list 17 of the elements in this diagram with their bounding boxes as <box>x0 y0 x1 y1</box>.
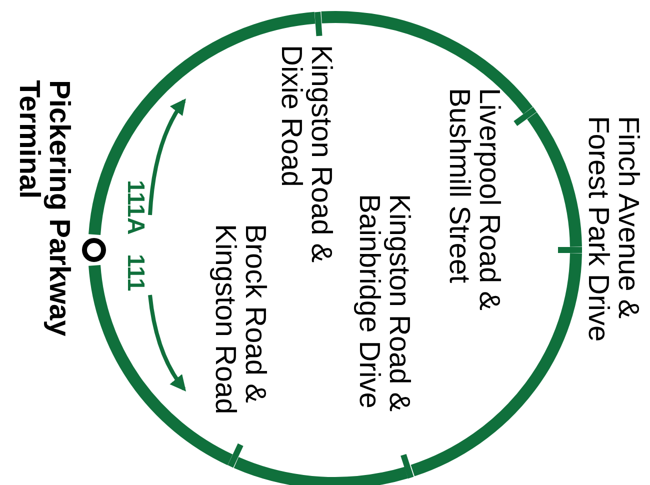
route-line <box>88 264 233 466</box>
route-line <box>526 112 582 248</box>
stop-tick <box>314 11 322 36</box>
route-line <box>410 252 582 476</box>
route-number: 111A <box>122 180 148 235</box>
route-line <box>322 11 532 114</box>
stop-label: Kingston Road & Dixie Road <box>275 45 336 265</box>
stop-label: Brock Road & Kingston Road <box>209 224 270 416</box>
stop-tick <box>558 247 582 253</box>
stop-label: Liverpool Road & Bushmill Street <box>443 88 504 312</box>
route-line <box>88 12 316 236</box>
route-number: 111 <box>122 254 148 292</box>
stop-label: Kingston Road & Bainbridge Drive <box>353 194 414 414</box>
route-line <box>234 456 408 485</box>
terminal-label: Pickering Parkway Terminal <box>13 80 74 338</box>
terminal-circle <box>82 238 106 262</box>
stop-label: Finch Avenue & Forest Park Drive <box>582 116 643 344</box>
